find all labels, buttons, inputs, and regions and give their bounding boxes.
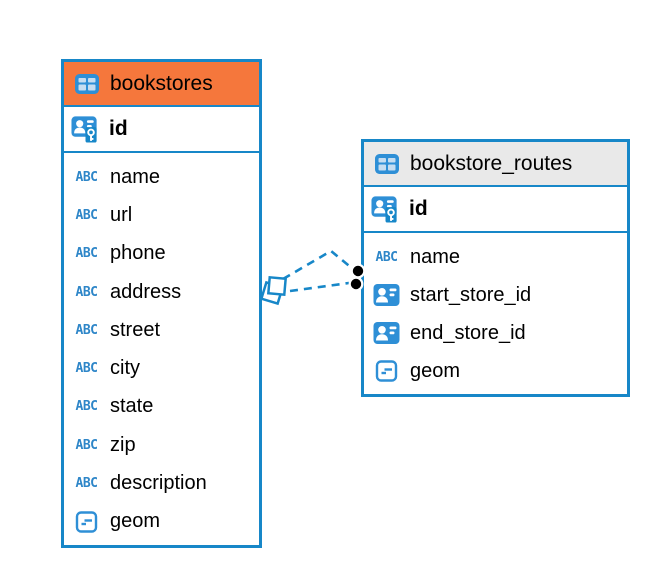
- text-type-icon: ABC: [75, 361, 98, 377]
- entity-bookstores-columns: ABC name ABC url ABC phone ABC address A…: [64, 153, 259, 545]
- column-name: zip: [110, 433, 136, 456]
- pk-row-bookstores-id[interactable]: id: [64, 107, 259, 153]
- pk-column-name: id: [109, 117, 128, 140]
- person-card-icon: [372, 321, 401, 345]
- column-name: geom: [110, 510, 161, 533]
- column-name: geom: [410, 359, 461, 382]
- text-type-icon: ABC: [75, 476, 98, 492]
- text-type-icon: ABC: [75, 322, 98, 338]
- entity-bookstores-header[interactable]: bookstores: [64, 62, 259, 107]
- table-grid-icon: [72, 72, 101, 96]
- column-name: url: [110, 203, 133, 226]
- entity-title: bookstores: [110, 71, 213, 95]
- column-row[interactable]: start_store_id: [364, 276, 627, 314]
- column-name: phone: [110, 242, 166, 265]
- column-name: name: [410, 245, 461, 268]
- text-type-icon: ABC: [75, 284, 98, 300]
- geometry-type-icon: [72, 510, 101, 534]
- column-name: state: [110, 395, 154, 418]
- relationship-line-start-store[interactable]: [282, 249, 354, 281]
- pk-row-bookstore-routes-id[interactable]: id: [364, 187, 627, 233]
- geometry-type-icon: [372, 359, 401, 383]
- column-row[interactable]: end_store_id: [364, 314, 627, 352]
- column-row[interactable]: ABC name: [64, 158, 259, 196]
- relationship-line-end-store[interactable]: [289, 281, 350, 293]
- column-name: start_store_id: [410, 283, 532, 306]
- column-row[interactable]: ABC state: [64, 388, 259, 426]
- column-row[interactable]: ABC address: [64, 273, 259, 311]
- column-row[interactable]: ABC phone: [64, 235, 259, 273]
- entity-bookstore-routes[interactable]: bookstore_routes id ABC: [361, 139, 630, 397]
- column-name: end_store_id: [410, 321, 526, 344]
- pk-column-name: id: [409, 197, 428, 220]
- column-row[interactable]: ABC name: [364, 238, 627, 276]
- column-name: city: [110, 357, 140, 380]
- relationship-many-marker: [259, 275, 288, 306]
- column-name: description: [110, 472, 207, 495]
- entity-bookstores[interactable]: bookstores id ABC: [61, 59, 262, 548]
- person-key-icon: [371, 194, 400, 224]
- entity-title: bookstore_routes: [410, 151, 573, 175]
- text-type-icon: ABC: [75, 246, 98, 262]
- text-type-icon: ABC: [75, 169, 98, 185]
- entity-bookstore-routes-columns: ABC name start_store_id: [364, 233, 627, 394]
- column-row[interactable]: ABC url: [64, 196, 259, 234]
- column-row[interactable]: ABC street: [64, 311, 259, 349]
- column-name: address: [110, 280, 182, 303]
- column-row[interactable]: ABC zip: [64, 426, 259, 464]
- table-grid-icon: [372, 152, 401, 176]
- person-card-icon: [372, 283, 401, 307]
- entity-bookstore-routes-header[interactable]: bookstore_routes: [364, 142, 627, 187]
- column-name: street: [110, 318, 161, 341]
- column-row[interactable]: ABC description: [64, 464, 259, 502]
- text-type-icon: ABC: [75, 437, 98, 453]
- text-type-icon: ABC: [375, 249, 398, 265]
- column-row[interactable]: ABC city: [64, 349, 259, 387]
- column-name: name: [110, 165, 161, 188]
- text-type-icon: ABC: [75, 207, 98, 223]
- column-row[interactable]: geom: [64, 503, 259, 541]
- text-type-icon: ABC: [75, 399, 98, 415]
- column-row[interactable]: geom: [364, 352, 627, 390]
- person-key-icon: [71, 114, 100, 144]
